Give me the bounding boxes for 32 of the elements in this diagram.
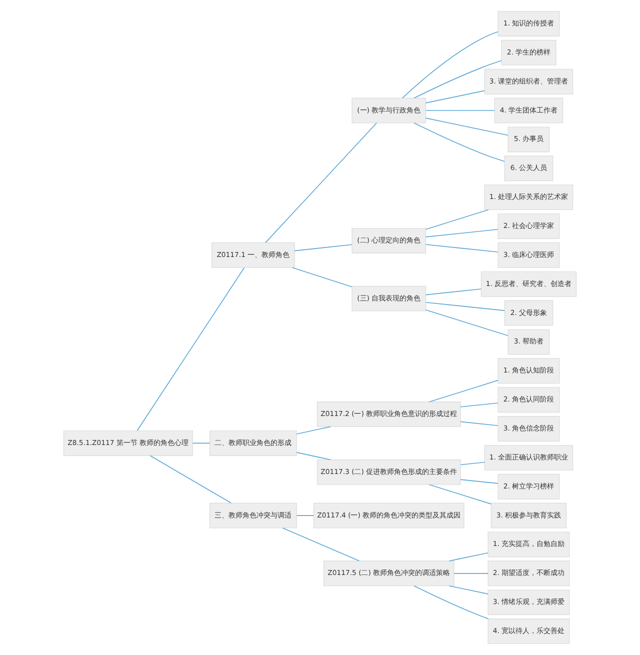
connector <box>425 228 498 238</box>
connector <box>425 244 498 252</box>
connector <box>425 90 485 104</box>
connector <box>136 267 245 431</box>
connector <box>292 267 352 288</box>
connector <box>428 380 498 402</box>
connector <box>296 426 331 434</box>
connector <box>425 209 489 230</box>
connector <box>282 528 360 562</box>
connector <box>425 302 505 311</box>
connector <box>460 421 498 426</box>
connector <box>192 442 210 444</box>
connector <box>425 118 508 136</box>
connector <box>448 585 488 594</box>
connector <box>414 585 489 620</box>
connector <box>460 479 498 484</box>
connector <box>265 122 378 243</box>
connector <box>448 552 488 562</box>
connector <box>425 310 508 336</box>
connector <box>460 402 498 408</box>
connector <box>150 455 232 504</box>
connector <box>402 31 498 98</box>
connector <box>425 288 482 296</box>
connector <box>425 110 495 111</box>
connector <box>414 60 502 98</box>
connector <box>460 462 485 466</box>
connector <box>296 452 331 460</box>
connector <box>414 122 505 162</box>
connector <box>454 573 488 574</box>
connector <box>294 244 352 252</box>
connector <box>296 515 314 516</box>
connector <box>428 484 492 504</box>
